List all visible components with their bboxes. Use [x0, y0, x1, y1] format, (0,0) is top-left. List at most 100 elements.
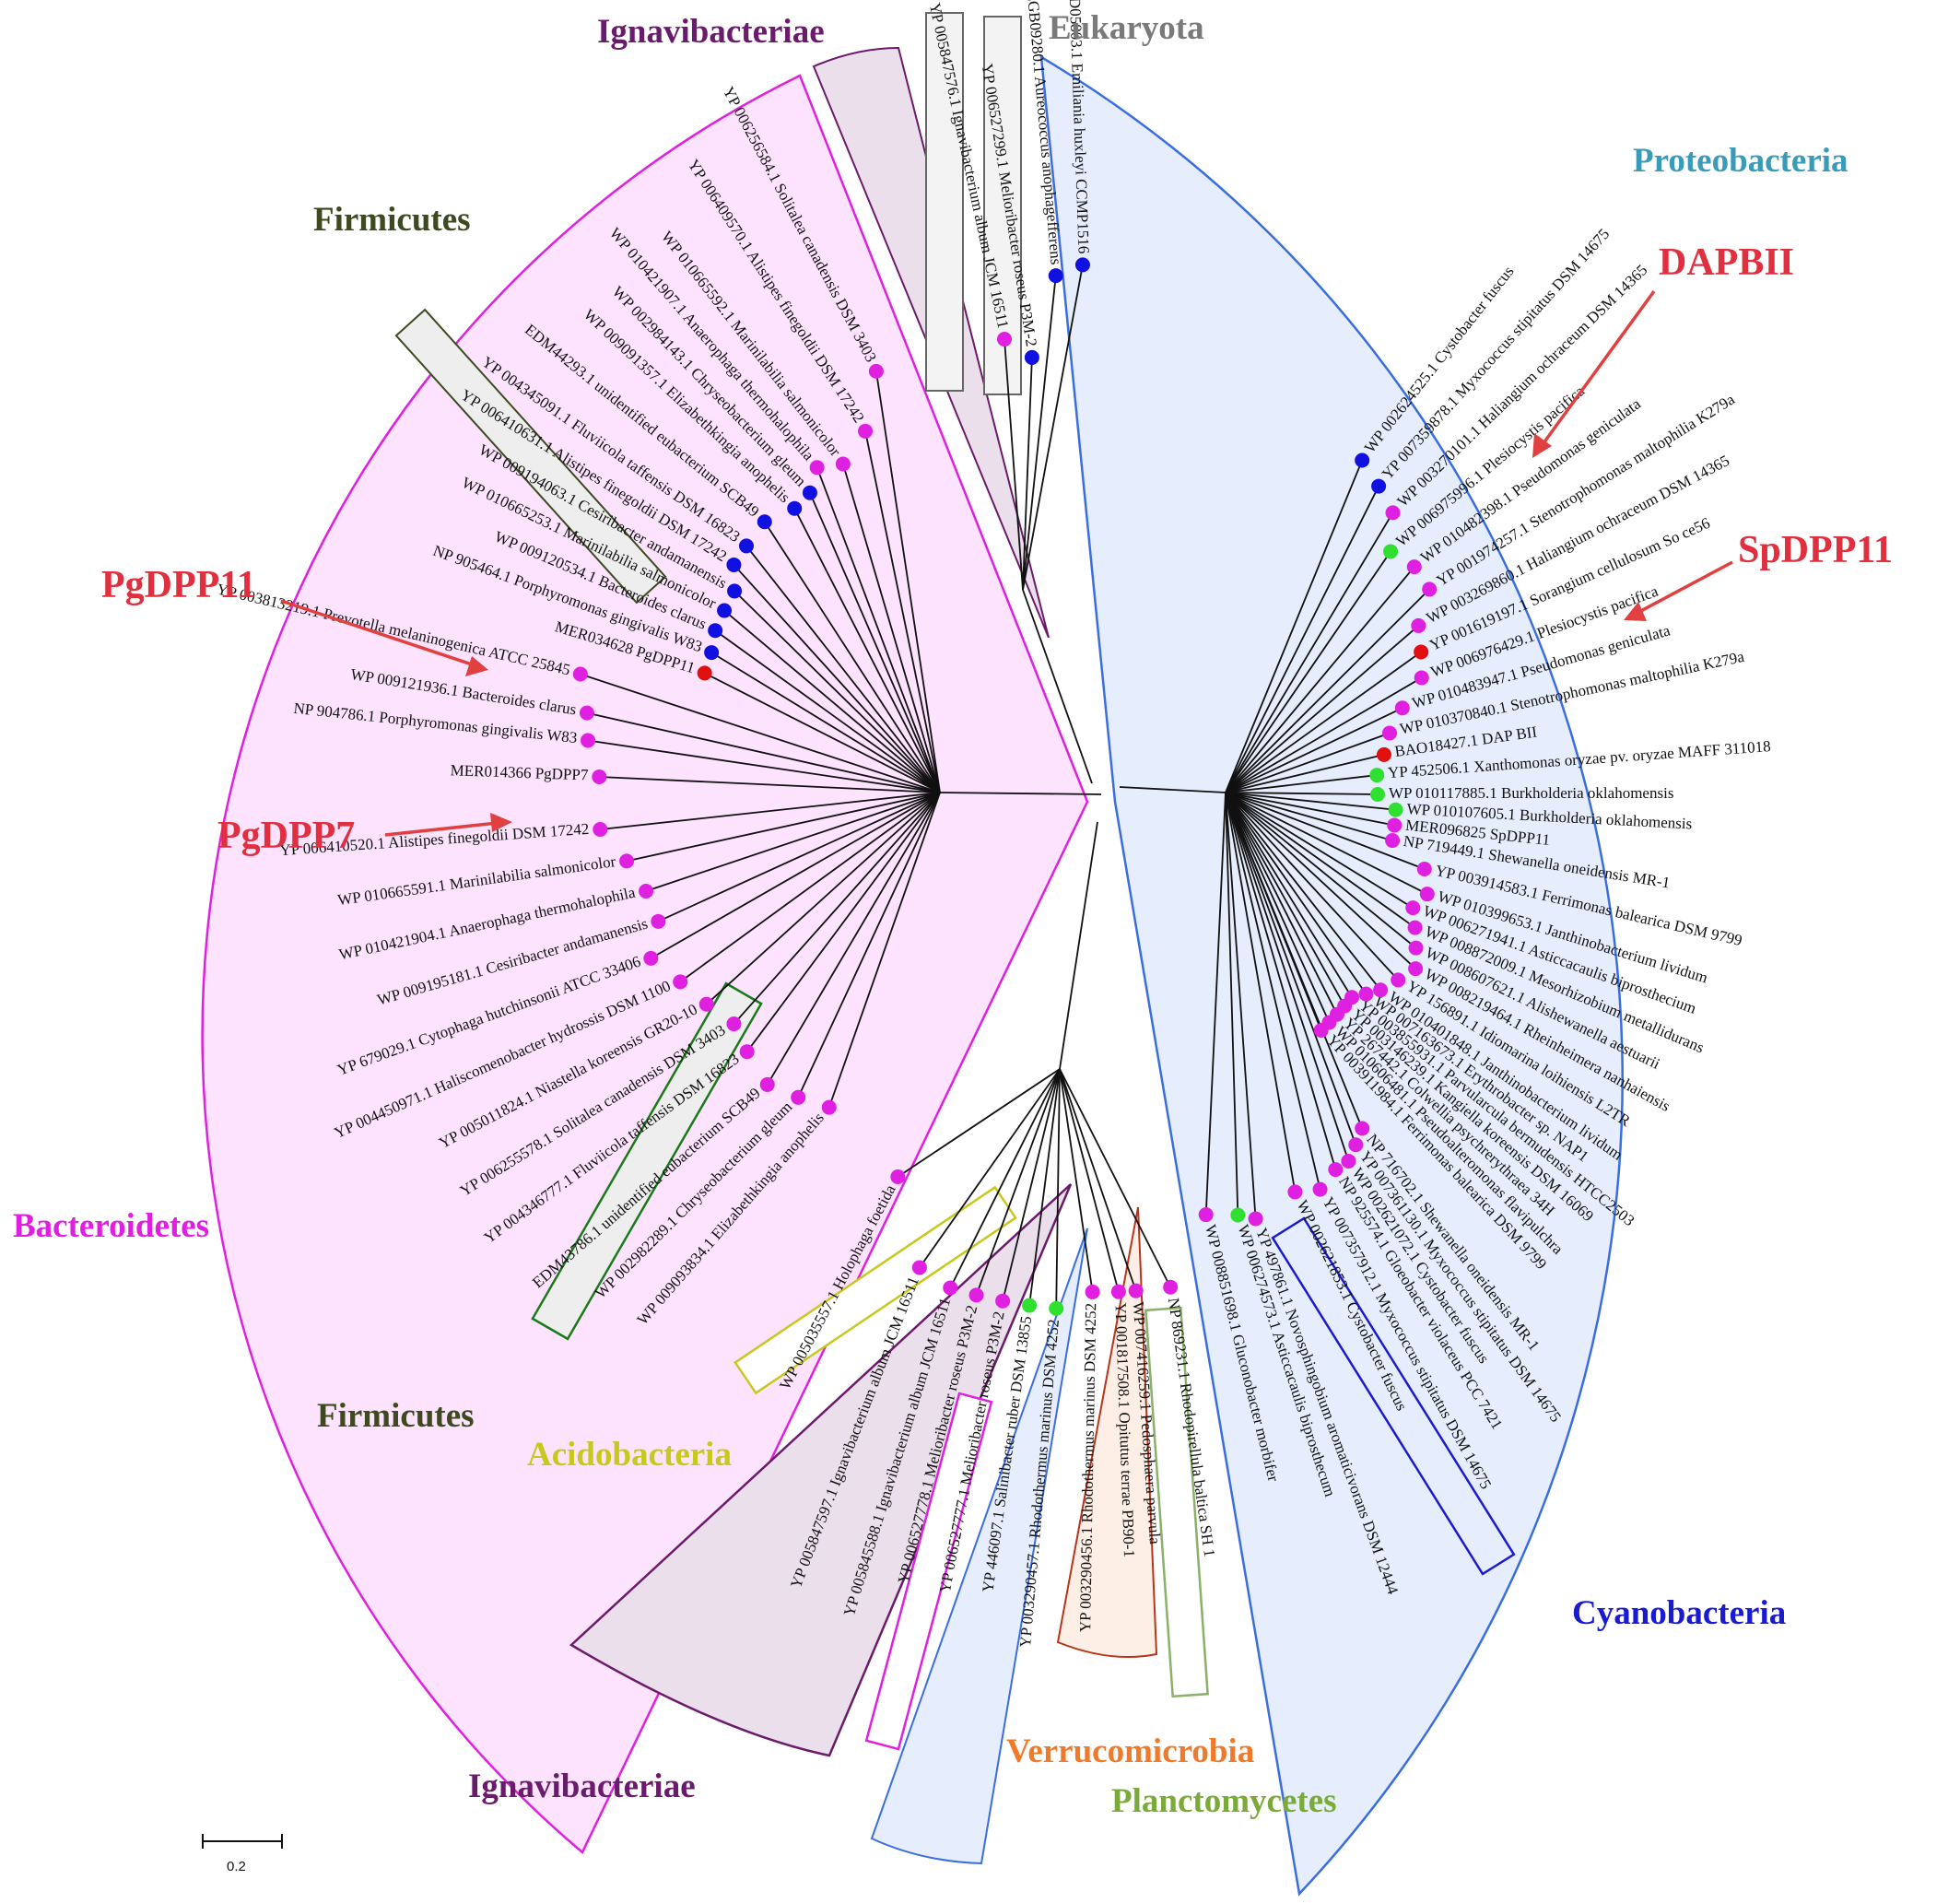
branch [766, 792, 941, 1086]
branch [842, 464, 941, 793]
leaf-dot [1373, 982, 1389, 998]
branch [1055, 1068, 1061, 1309]
leaf-dot [739, 1044, 755, 1060]
branch [1225, 792, 1337, 1170]
leaf-dot [1328, 1162, 1344, 1178]
branch [1059, 1068, 1137, 1291]
leaf-dot [1163, 1279, 1179, 1295]
branch [1225, 792, 1381, 991]
branch [745, 545, 941, 793]
leaf-dot [791, 1089, 806, 1105]
branch [650, 792, 941, 959]
leaf-dot [738, 538, 754, 554]
leaf-dot [727, 583, 743, 599]
branch [679, 792, 941, 983]
leaf-dot [759, 1076, 775, 1092]
leaf-dot [1394, 700, 1410, 716]
leaf-dot [1414, 644, 1429, 660]
leaf-dot [619, 853, 635, 869]
branch [704, 672, 941, 793]
leaf-dot [890, 1169, 906, 1184]
branch [1225, 792, 1257, 1219]
leaf-dot [1024, 349, 1039, 365]
leaf-dot [1408, 961, 1424, 977]
leaf-dot [1422, 581, 1438, 597]
cyanobacteria-box [1271, 1216, 1516, 1576]
branch [1225, 792, 1417, 949]
eukaryota-box-2 [983, 16, 1022, 395]
leaf-dot [1355, 1121, 1370, 1136]
branch [733, 564, 941, 793]
arrow-pgdpp7-head [490, 813, 512, 832]
branch [645, 792, 941, 892]
leaf-markers [572, 257, 1438, 1316]
branch [1225, 792, 1357, 1145]
leaf-dot [708, 623, 723, 639]
branch [586, 711, 941, 793]
branch [1225, 792, 1428, 895]
leaf-dot [1408, 940, 1424, 956]
leaf-dot [698, 996, 714, 1012]
branch [1225, 792, 1393, 841]
leaf-dot [995, 1293, 1011, 1309]
leaf-dot [1128, 1283, 1144, 1298]
branch [1225, 792, 1297, 1192]
leaf-dot [1388, 802, 1403, 817]
group-label-verrucomicrobia: Verrucomicrobia [1006, 1733, 1254, 1770]
leaf-dot [592, 769, 607, 784]
leaf-dot [697, 665, 712, 681]
leaf-dot [572, 666, 588, 682]
branch-backbone-left [939, 792, 1102, 795]
verrucomicrobia-region [1056, 1206, 1158, 1658]
branch [975, 1068, 1061, 1296]
leaf-dot [1085, 1284, 1100, 1299]
branch [1225, 792, 1322, 1031]
leaf-dot [1376, 746, 1391, 762]
branch [827, 792, 941, 1108]
branch [587, 739, 941, 793]
leaf-dot [1022, 1298, 1038, 1313]
branch [1225, 792, 1345, 1007]
salinibacter-box [864, 1392, 993, 1751]
leaf-dot [704, 645, 720, 661]
branch [1003, 338, 1024, 591]
leaf-dot [1382, 725, 1398, 741]
group-label-acidobacteria: Acidobacteria [527, 1436, 732, 1474]
branch [600, 792, 941, 830]
branch [874, 370, 941, 793]
leaf-dot [809, 460, 825, 476]
leaf-dot [1248, 1211, 1263, 1227]
leaf-dot [1414, 670, 1429, 686]
leaf-dot [1385, 505, 1401, 521]
branch [816, 466, 941, 793]
firmicutes-box-bottom [531, 981, 763, 1341]
leaf-dot [581, 733, 596, 748]
group-label-planctomycetes: Planctomycetes [1111, 1782, 1337, 1820]
branch [1225, 792, 1396, 811]
leaf-dot [1391, 972, 1406, 988]
group-label-proteobacteria: Proteobacteria [1633, 142, 1849, 180]
branch [1225, 792, 1399, 981]
branch [1225, 588, 1430, 793]
ignavibacteriae-bottom-region [569, 1183, 1073, 1757]
leaf-dot [1049, 1300, 1064, 1316]
leaf-dot [726, 557, 742, 572]
arrow-pgdpp11 [280, 599, 475, 667]
branch [1022, 276, 1057, 591]
branch [809, 492, 941, 793]
branch [797, 792, 941, 1098]
branch [626, 792, 941, 863]
branch [1225, 792, 1239, 1216]
branch [1002, 1068, 1061, 1301]
leaf-dot [1230, 1207, 1246, 1223]
callout-pgdpp11: PgDPP11 [101, 564, 256, 606]
branch [1059, 1068, 1171, 1288]
firmicutes-box-top [394, 308, 667, 605]
group-label-bacteroidetes: Bacteroidetes [13, 1207, 209, 1245]
group-label-firmicutes-top: Firmicutes [313, 201, 471, 239]
callout-pgdpp7: PgDPP7 [217, 815, 355, 857]
leaf-dot [1416, 861, 1432, 876]
arrow-pgdpp7 [384, 821, 499, 837]
branch [1059, 1068, 1094, 1293]
scale-bar [202, 1834, 283, 1849]
